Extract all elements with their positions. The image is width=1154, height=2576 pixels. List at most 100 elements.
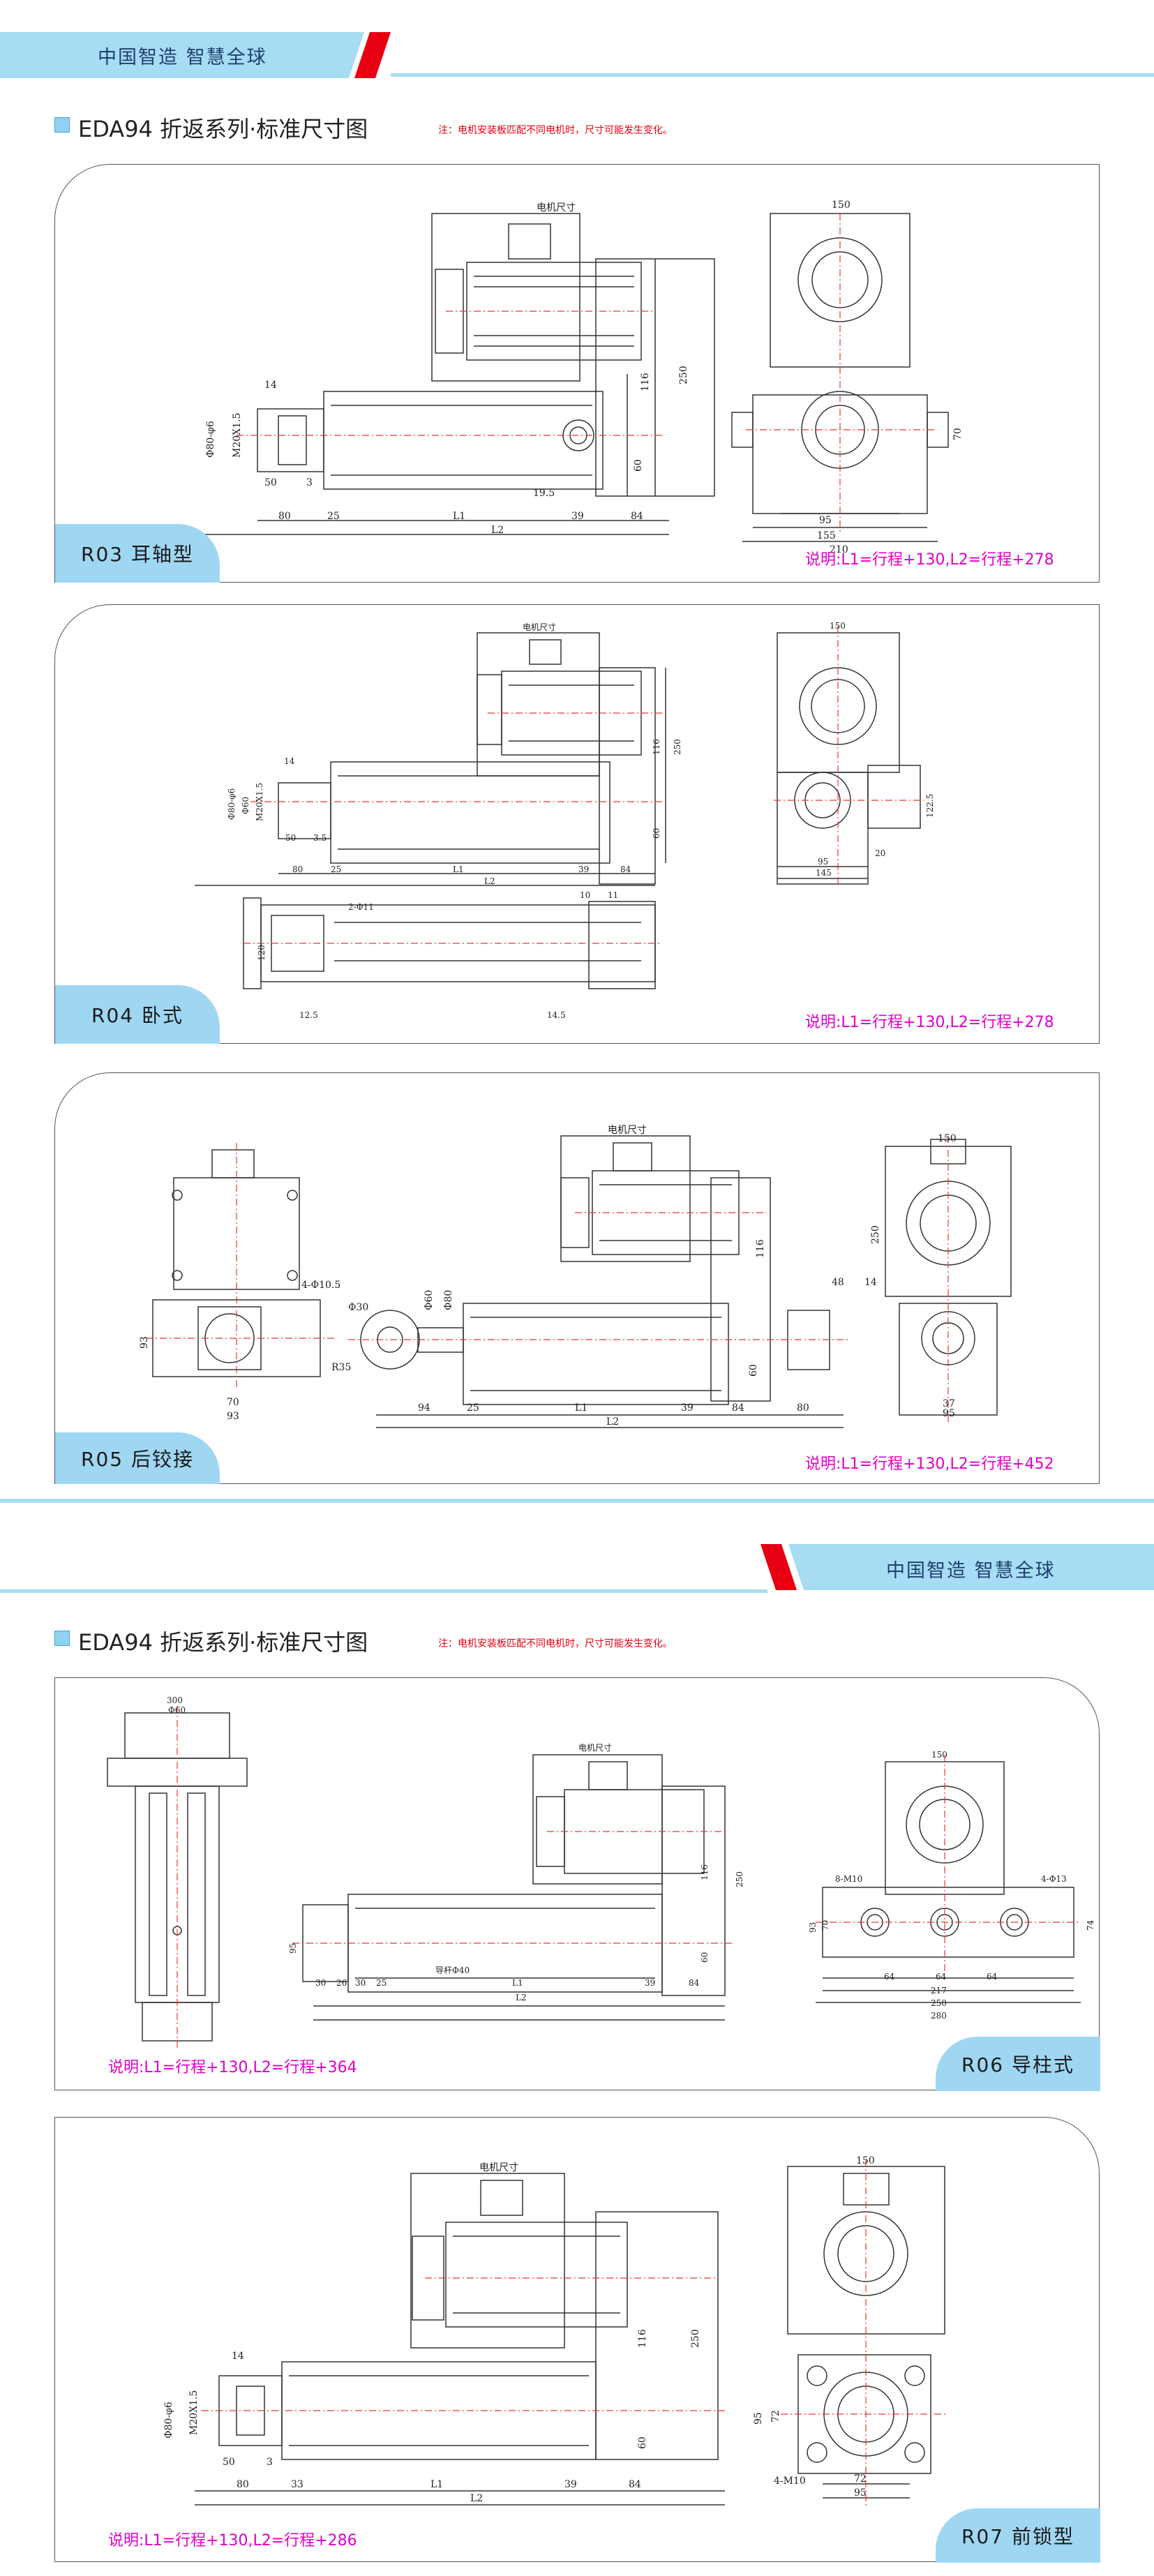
dim-d60: Φ60 (424, 1290, 435, 1310)
card-r07: 电机尺寸 150 14 50 3 80 33 L1 L2 39 84 72 95… (54, 2117, 1100, 2563)
dim-l93b: 93 (227, 1411, 239, 1422)
dim-e: 25 (467, 1402, 479, 1414)
dim-l1: L1 (453, 864, 464, 874)
dim-c: 30 (355, 1978, 366, 1988)
dim-p6: 11 (608, 890, 618, 900)
drawing-r06 (107, 1706, 1081, 2048)
dim-r3: 95 (753, 2412, 764, 2425)
dim-m10: 4-M10 (774, 2476, 806, 2487)
dim-l1: L1 (430, 2479, 443, 2490)
dim-v1: 116 (640, 373, 651, 391)
page-separator (0, 1499, 1154, 1503)
card-r05: 电机尺寸 150 4-Φ10.5 70 93 Φ30 R35 94 25 L1 … (54, 1072, 1100, 1484)
dim-a: 94 (418, 1402, 430, 1414)
dim-v2: 250 (690, 2329, 701, 2348)
dim-a: 50 (223, 2457, 235, 2468)
dim-c: 80 (278, 511, 291, 522)
dim-d1: Φ80-φ6 (227, 788, 237, 820)
top-banner-2: 中国智造 智慧全球 (760, 1544, 1154, 1590)
dim-l2: L2 (491, 525, 504, 536)
card-note-r05: 说明:L1=行程+130,L2=行程+452 (805, 1455, 1054, 1473)
dim-hh2: 70 (820, 1920, 830, 1931)
dim-b: 3 (267, 2457, 273, 2468)
dim-m13: 4-Φ13 (1041, 1874, 1067, 1884)
drawing-r05 (146, 1135, 1012, 1428)
dim-c: 80 (237, 2479, 249, 2490)
dim-d3: M20X1.5 (255, 783, 264, 821)
dim-l2: L2 (484, 876, 495, 886)
dim-r1: 95 (818, 857, 828, 867)
dim-s1: 37 (943, 1398, 955, 1409)
dim-d80: Φ80 (443, 1290, 454, 1310)
drawing-r03 (195, 213, 949, 542)
dim-h: 84 (620, 864, 631, 874)
card-note-r07: 说明:L1=行程+130,L2=行程+286 (108, 2532, 357, 2549)
dim-m10: 8-M10 (835, 1874, 862, 1884)
dim-r2: 95 (854, 2487, 867, 2499)
dim-t1: 300 (167, 1695, 183, 1705)
dim-t2: Φ60 (168, 1705, 186, 1715)
dim-motor: 电机尺寸 (608, 1125, 647, 1136)
banner-rule (391, 73, 1154, 77)
dim-b: 3.5 (313, 833, 327, 843)
dim-r4: 70 (952, 428, 964, 440)
dim-l1: L1 (575, 1402, 587, 1414)
dim-l2: L2 (516, 1993, 527, 2002)
dim-w2: 64 (936, 1972, 947, 1982)
dim-v2: 250 (673, 739, 682, 755)
dim-e: 25 (331, 864, 341, 874)
dim-top-w: 150 (931, 1750, 947, 1760)
dim-p4: 14.5 (547, 1010, 566, 1020)
dim-r3: 122.5 (925, 794, 935, 818)
dim-r4: 20 (875, 848, 885, 858)
dim-holes: 4-Φ10.5 (301, 1280, 340, 1291)
card-label-r03: R03 耳轴型 (55, 524, 220, 583)
dim-e: 25 (327, 511, 340, 522)
card-label-r06: R06 导柱式 (936, 2037, 1100, 2091)
banner-title-2: 中国智造 智慧全球 (886, 1560, 1056, 1582)
dim-v3: 60 (748, 1364, 759, 1377)
dim-top-w: 150 (832, 200, 850, 211)
dim-v4: 250 (870, 1225, 881, 1244)
top-banner: 中国智造 智慧全球 (0, 32, 391, 78)
dim-p3: 12.5 (299, 1010, 318, 1020)
dim-h95: 95 (288, 1943, 298, 1954)
dim-c: 80 (292, 864, 303, 874)
dim-l70: 70 (227, 1397, 239, 1408)
dim-v2: 250 (678, 366, 689, 384)
dims-r05: 电机尺寸 150 4-Φ10.5 70 93 Φ30 R35 94 25 L1 … (139, 1125, 957, 1428)
section-title: EDA94 折返系列·标准尺寸图 (78, 116, 368, 142)
dim-f: 19.5 (533, 488, 555, 499)
dim-e: 25 (376, 1978, 387, 1988)
dim-top-w: 150 (856, 2155, 875, 2166)
dim-d2: Φ60 (241, 797, 250, 814)
dim-r2: 145 (816, 868, 832, 878)
dim-hh1: 93 (808, 1922, 818, 1933)
dim-r4: 72 (770, 2410, 781, 2423)
drawing-r07 (195, 2159, 948, 2508)
banner-title: 中国智造 智慧全球 (98, 47, 267, 68)
dim-d4: 14 (284, 756, 295, 766)
dim-l93: 93 (139, 1336, 150, 1349)
dim-d2: M20X1.5 (188, 2390, 200, 2435)
dim-g: 39 (571, 511, 584, 522)
dim-l2: L2 (606, 1416, 619, 1428)
card-note-r04: 说明:L1=行程+130,L2=行程+278 (805, 1014, 1054, 1031)
dim-w1: 64 (884, 1972, 895, 1982)
dim-m2: 14 (864, 1277, 877, 1288)
dim-v3: 60 (700, 1952, 710, 1963)
card-r06: 300 Φ60 电机尺寸 150 导杆Φ40 30 26 30 25 L1 L2… (54, 1677, 1100, 2091)
dim-r1: 95 (819, 515, 832, 526)
section-title-2: EDA94 折返系列·标准尺寸图 (78, 1629, 368, 1656)
card-note-r06: 说明:L1=行程+130,L2=行程+364 (108, 2059, 357, 2076)
dim-top-w: 150 (830, 621, 846, 631)
dim-p5: 10 (580, 890, 590, 900)
card-r04: 电机尺寸 150 14 50 3.5 80 25 L1 L2 39 84 95 … (54, 604, 1100, 1044)
dim-h: 84 (629, 2479, 641, 2490)
dim-v3: 60 (652, 828, 661, 839)
dim-r35: R35 (331, 1362, 351, 1373)
card-label-r04: R04 卧式 (55, 985, 220, 1044)
dim-a: 50 (264, 477, 277, 488)
dim-m1: 48 (832, 1277, 844, 1288)
card-label-r05: R05 后铰接 (55, 1432, 220, 1484)
